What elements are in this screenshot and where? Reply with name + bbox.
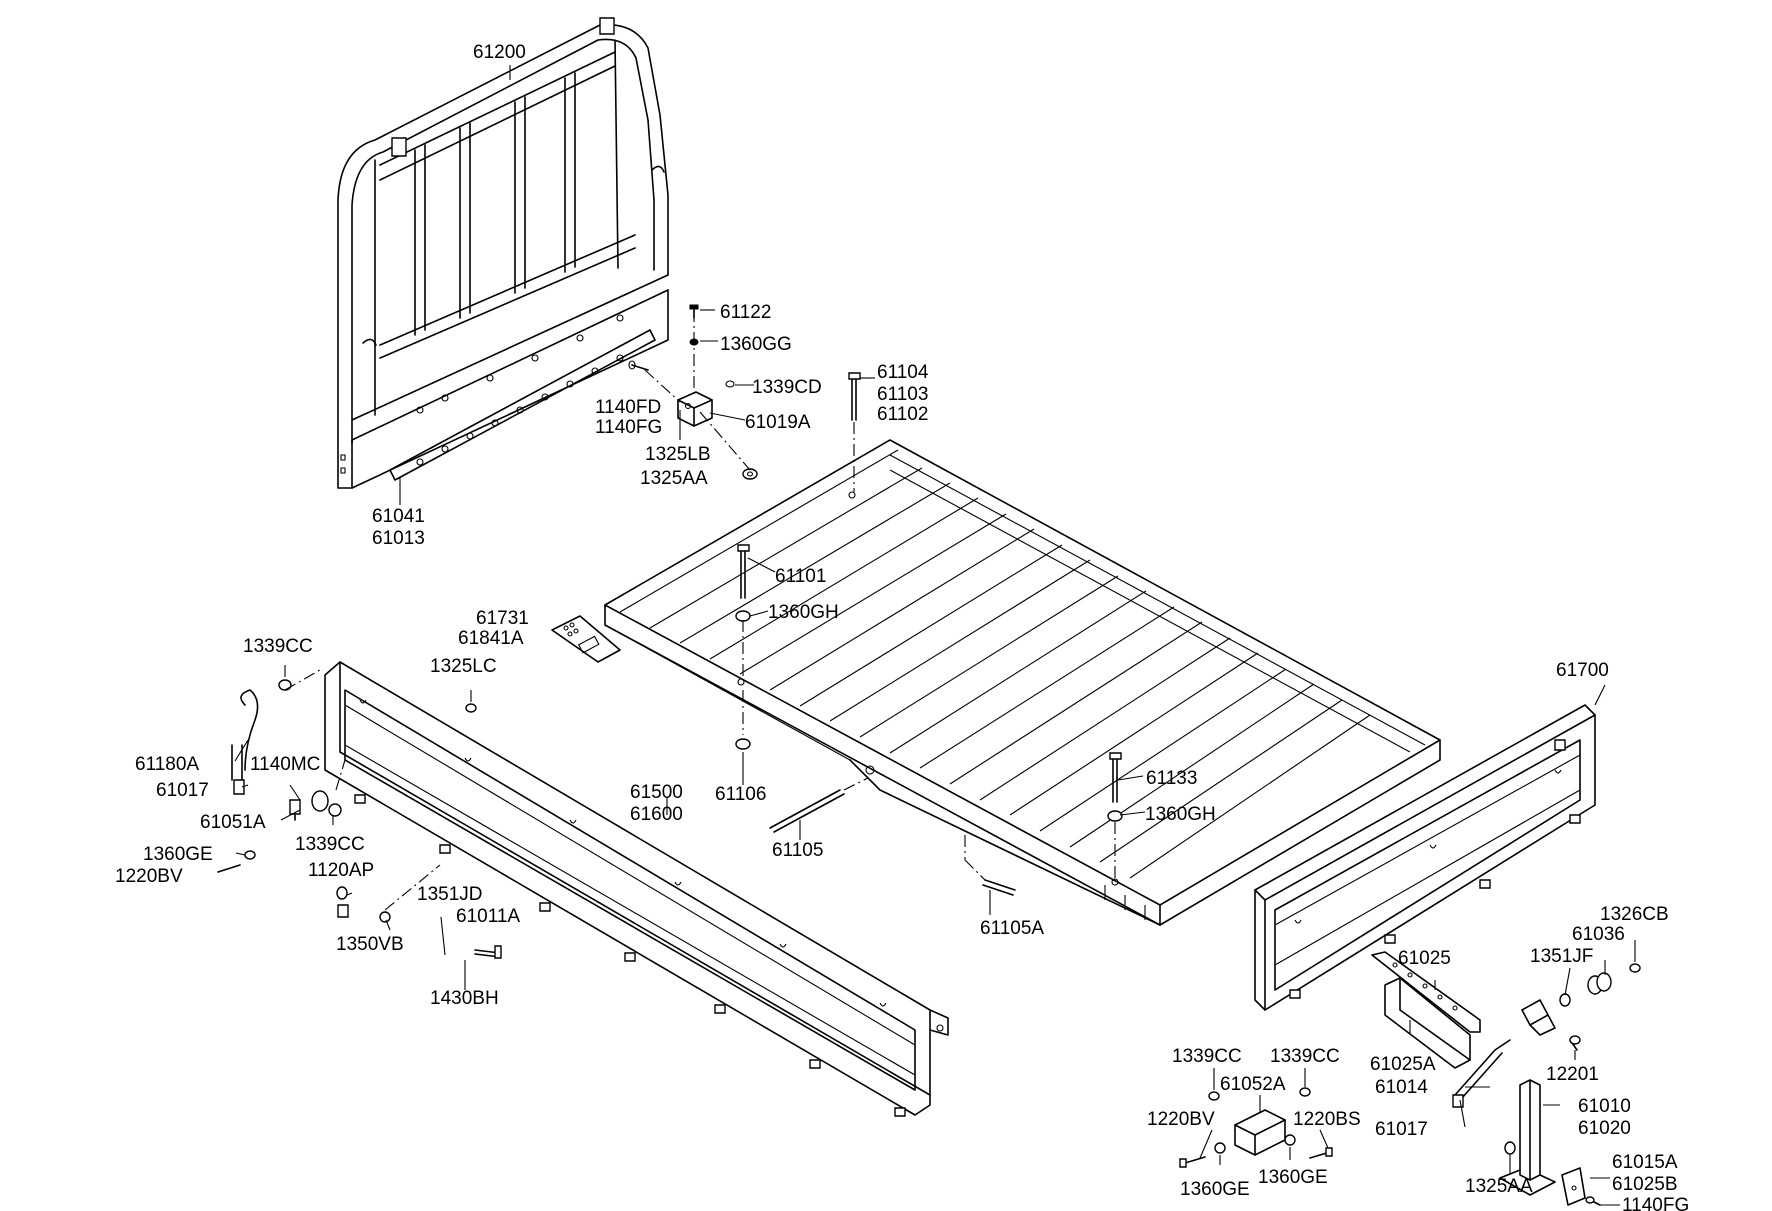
label-1339cc-br1: 1339CC — [1172, 1046, 1242, 1067]
label-1140fd: 1140FD — [595, 397, 661, 418]
stake-post — [1500, 1080, 1600, 1205]
left-gate-hardware — [218, 670, 501, 958]
label-1325aa-bottom: 1325AA — [1465, 1176, 1533, 1197]
label-61133: 61133 — [1146, 768, 1197, 789]
label-1360ge-br2: 1360GE — [1258, 1167, 1328, 1188]
label-61841a: 61841A — [458, 628, 524, 649]
bolt-61105 — [770, 778, 1015, 895]
label-1360ge-left: 1360GE — [143, 844, 213, 865]
label-61025a: 61025A — [1370, 1054, 1436, 1075]
label-1325aa-top: 1325AA — [640, 468, 708, 489]
label-61101: 61101 — [775, 566, 826, 587]
label-1339cc-left: 1339CC — [243, 636, 313, 657]
part-labels: 61200 61122 1360GG 1339CD 1140FD 1140FG … — [115, 42, 1689, 1211]
label-61500: 61500 — [630, 782, 683, 803]
bracket-61019a — [629, 305, 757, 479]
leader-lines — [235, 65, 1635, 1205]
label-61103: 61103 — [877, 384, 928, 405]
label-1360gg: 1360GG — [720, 334, 792, 355]
label-plate — [552, 616, 620, 662]
label-1325lc: 1325LC — [430, 656, 497, 677]
label-61700: 61700 — [1556, 660, 1609, 681]
label-1220bs: 1220BS — [1293, 1109, 1361, 1130]
label-1360ge-br1: 1360GE — [1180, 1179, 1250, 1200]
label-61025b: 61025B — [1612, 1174, 1678, 1195]
label-61106: 61106 — [715, 784, 766, 805]
chain-and-latch — [1372, 952, 1640, 1107]
label-61105: 61105 — [772, 840, 823, 861]
deck-platform — [605, 440, 1440, 925]
label-1120ap: 1120AP — [308, 860, 374, 881]
label-1339cc-br2: 1339CC — [1270, 1046, 1340, 1067]
label-1339cc-left2: 1339CC — [295, 834, 365, 855]
label-61036: 61036 — [1572, 924, 1625, 945]
label-1140fg-bottom: 1140FG — [1622, 1195, 1689, 1211]
label-1350vb: 1350VB — [336, 934, 404, 955]
label-1360gh-right: 1360GH — [1145, 804, 1216, 825]
label-1140mc: 1140MC — [250, 754, 320, 775]
label-1430bh: 1430BH — [430, 988, 499, 1009]
label-12201: 12201 — [1546, 1064, 1599, 1085]
label-61102: 61102 — [877, 404, 928, 425]
label-61020: 61020 — [1578, 1118, 1631, 1139]
label-61051a: 61051A — [200, 812, 266, 833]
label-61105a: 61105A — [980, 918, 1044, 939]
bolts-vertical — [736, 373, 1122, 878]
label-61015a: 61015A — [1612, 1152, 1678, 1173]
label-61122: 61122 — [720, 302, 771, 323]
label-1325lb: 1325LB — [645, 444, 711, 465]
left-side-gate — [325, 662, 948, 1116]
label-1140fg-top: 1140FG — [595, 417, 662, 438]
stake-strip — [390, 330, 655, 480]
label-61019a: 61019A — [745, 412, 811, 433]
headboard-frame — [338, 18, 668, 488]
label-1326cb: 1326CB — [1600, 904, 1669, 925]
label-61014: 61014 — [1375, 1077, 1428, 1098]
rear-tail-gate — [1255, 705, 1595, 1010]
label-61731: 61731 — [476, 608, 529, 629]
label-1220bv-right: 1220BV — [1147, 1109, 1215, 1130]
label-1339cd: 1339CD — [752, 377, 822, 398]
label-61600: 61600 — [630, 804, 683, 825]
label-61017-right: 61017 — [1375, 1119, 1428, 1140]
label-61041: 61041 — [372, 506, 425, 527]
label-61052a: 61052A — [1220, 1074, 1286, 1095]
label-61010: 61010 — [1578, 1096, 1631, 1117]
label-61180a: 61180A — [135, 754, 199, 775]
label-1220bv-left: 1220BV — [115, 866, 183, 887]
label-1351jd: 1351JD — [417, 884, 483, 905]
label-1360gh-top: 1360GH — [768, 602, 839, 623]
label-61017-left: 61017 — [156, 780, 209, 801]
label-61013: 61013 — [372, 528, 425, 549]
bracket-61052a — [1180, 1088, 1332, 1167]
label-61200: 61200 — [473, 42, 526, 63]
label-61011a: 61011A — [456, 906, 520, 927]
label-61104: 61104 — [877, 362, 929, 383]
label-61025: 61025 — [1398, 948, 1451, 969]
label-1351jf: 1351JF — [1530, 946, 1593, 967]
